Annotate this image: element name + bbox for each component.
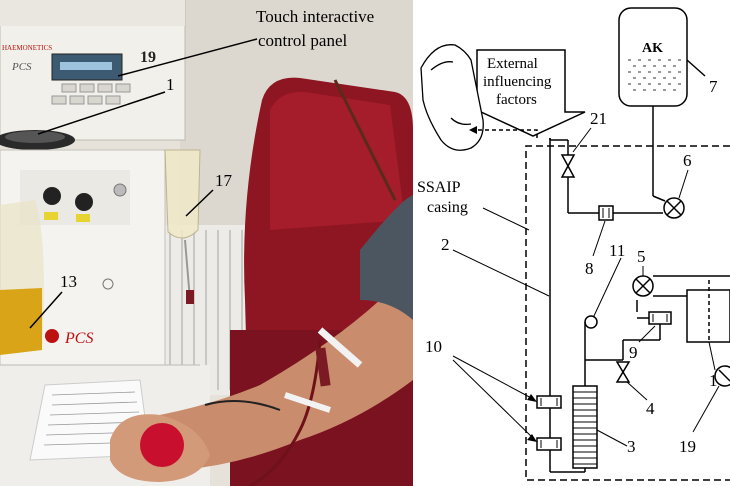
ak-label: AK <box>642 41 663 56</box>
external-label-line2: influencing <box>483 74 552 90</box>
valve-4 <box>615 361 631 374</box>
device-brand-top: HAEMONETICS <box>2 44 52 52</box>
plasma-bottle <box>0 200 44 355</box>
num-4: 4 <box>646 399 655 418</box>
panel-pointer <box>117 38 258 77</box>
exchanger-3 <box>572 385 598 469</box>
stress-ball <box>140 423 184 467</box>
num-3: 3 <box>627 437 636 456</box>
sensor-11 <box>584 315 598 329</box>
num-10: 10 <box>425 337 442 356</box>
ssaip-casing <box>525 145 730 481</box>
label-13-pointer <box>29 291 63 329</box>
device-model-top: PCS <box>11 61 32 73</box>
sensor-8 <box>598 205 614 221</box>
photo-panel: HAEMONETICS PCS 19 PCS <box>0 0 413 486</box>
label-17: 17 <box>215 171 233 190</box>
ak-vessel <box>618 7 688 107</box>
casing-label-line2: casing <box>427 199 468 216</box>
casing-label-line1: SSAIP <box>417 179 461 196</box>
label-13: 13 <box>60 272 77 291</box>
label-1-pointer <box>37 91 166 135</box>
num-2: 2 <box>441 235 450 254</box>
external-label-line3: factors <box>496 92 537 108</box>
num-19: 19 <box>679 437 696 456</box>
plasma-bag <box>164 149 201 304</box>
sensor-9 <box>648 311 672 325</box>
num-1: 1 <box>709 371 718 390</box>
num-6: 6 <box>683 151 692 170</box>
schematic-panel: AK 7 SSAIP casing External influencing f… <box>413 0 730 486</box>
panel-label-line2: control panel <box>258 31 347 50</box>
num-5: 5 <box>637 247 646 266</box>
schematic-diagram: AK 7 SSAIP casing External influencing f… <box>417 7 730 481</box>
num-8: 8 <box>585 259 594 278</box>
sensor-19 <box>714 365 730 387</box>
label-17-pointer <box>185 189 214 217</box>
device: HAEMONETICS PCS 19 PCS <box>0 0 186 379</box>
label-1: 1 <box>166 75 175 94</box>
num-9: 9 <box>629 343 638 362</box>
device-number: 19 <box>140 49 156 66</box>
valve-21 <box>560 154 576 168</box>
photo-illustration: HAEMONETICS PCS 19 PCS <box>0 0 413 486</box>
arm-sketch <box>420 44 484 151</box>
device-brand-front: PCS <box>64 330 93 347</box>
num-11: 11 <box>609 241 625 260</box>
sensor-10b <box>536 437 562 451</box>
num-21: 21 <box>590 109 607 128</box>
panel-label-line1: Touch interactive <box>256 7 374 26</box>
external-label-line1: External <box>487 56 538 72</box>
num-7: 7 <box>709 77 718 96</box>
